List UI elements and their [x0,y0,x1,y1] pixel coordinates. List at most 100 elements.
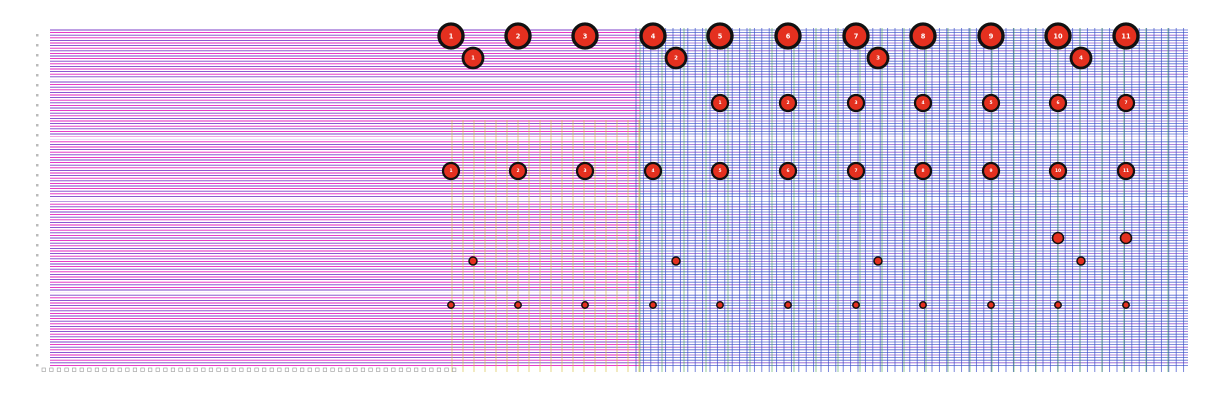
edge-marker-bottom [436,367,442,372]
edge-marker-left [36,44,39,47]
edge-marker-bottom [292,367,297,372]
edge-marker-left [36,114,39,117]
edge-marker-bottom [216,367,221,372]
row-separator [50,78,1188,82]
pad-label: 4 [651,33,656,41]
pad-row-2 [866,46,890,70]
edge-marker-left [36,134,39,137]
pad-label: 3 [583,168,586,174]
edge-marker-left [36,64,39,67]
edge-marker-left [36,244,39,247]
edge-marker-left [36,94,39,97]
edge-marker-left [36,234,39,237]
edge-marker-bottom [231,367,236,372]
edge-marker-bottom [376,367,381,372]
edge-marker-bottom [132,367,137,372]
pad-row-3 [981,93,1001,113]
pad-row-6 [1076,256,1086,266]
edge-marker-bottom [421,367,426,372]
pad-row-4 [981,161,1001,181]
pad-row-7 [1122,301,1130,309]
edge-marker-bottom [262,367,267,372]
pad-row-4 [1048,161,1068,181]
edge-marker-bottom [102,367,107,372]
pad-label: 8 [921,168,924,174]
edge-marker-bottom [368,367,373,372]
pad-row-7 [649,301,657,309]
pad-row-6 [671,256,681,266]
pad-label: 9 [989,33,994,41]
edge-marker-left [36,34,39,37]
pad-row-3 [778,93,798,113]
edge-marker-bottom [208,367,213,372]
pad-row-7 [852,301,860,309]
row-separator [50,136,1188,140]
pad-row-3 [913,93,933,113]
edge-marker-left [36,124,39,127]
pad-row-6 [468,256,478,266]
edge-marker-bottom [140,367,145,372]
pad-row-1 [437,22,465,50]
pad-label: 7 [854,168,857,174]
pad-row-7 [447,301,455,309]
pad-label: 2 [786,100,789,106]
pad-row-1 [571,22,599,50]
pad-row-5 [1051,231,1065,245]
pad-label: 1 [449,168,452,174]
edge-marker-left [36,274,39,277]
edge-marker-bottom [254,367,259,372]
edge-marker-bottom [94,367,99,372]
edge-marker-left [36,74,39,77]
edge-marker-bottom [64,367,69,372]
edge-marker-bottom [383,367,388,372]
edge-marker-left [36,144,39,147]
pad-row-4 [1116,161,1136,181]
pad-row-4 [710,161,730,181]
edge-marker-bottom [117,367,122,372]
edge-marker-left [36,204,39,207]
pad-row-4 [508,161,528,181]
pad-row-4 [643,161,663,181]
pad-row-2 [461,46,485,70]
pad-row-7 [1054,301,1062,309]
edge-marker-bottom [178,367,183,372]
edge-marker-bottom [193,367,198,372]
pad-label: 5 [718,168,721,174]
edge-marker-left [36,184,39,187]
pad-label: 8 [921,33,926,41]
pad-row-1 [774,22,802,50]
edge-marker-left [36,224,39,227]
edge-marker-bottom [49,367,54,372]
pad-label: 10 [1053,33,1063,41]
pad-label: 1 [718,100,721,106]
pad-label: 9 [989,168,992,174]
edge-marker-bottom [239,367,244,372]
edge-marker-left [36,154,39,157]
pad-row-3 [846,93,866,113]
edge-marker-left [36,174,39,177]
edge-marker-left [36,254,39,257]
pad-label: 1 [449,33,454,41]
pad-row-2 [1069,46,1093,70]
edge-marker-bottom [360,367,366,372]
pad-label: 3 [854,100,857,106]
pad-row-1 [504,22,532,50]
edge-marker-bottom [72,367,77,372]
edge-marker-left [36,104,39,107]
pad-label: 6 [1056,100,1059,106]
edge-marker-left [36,84,39,87]
edge-marker-bottom [41,367,46,372]
edge-marker-left [36,344,39,347]
edge-marker-left [36,364,39,367]
edge-marker-bottom [338,367,343,372]
pad-row-7 [987,301,995,309]
edge-marker-left [36,354,39,357]
pad-label: 2 [674,56,678,62]
edge-marker-bottom [444,367,449,372]
pad-label: 5 [989,100,992,106]
pad-row-1 [1112,22,1140,50]
pad-row-1 [842,22,870,50]
pad-label: 11 [1121,33,1131,41]
